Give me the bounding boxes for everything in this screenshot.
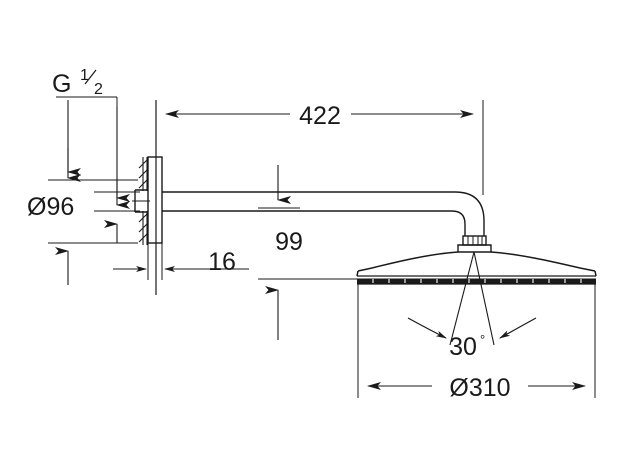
label-thread-fraction-bar xyxy=(84,69,97,85)
spray-angle-line-right xyxy=(473,251,495,346)
label-thread-g: G xyxy=(52,70,71,98)
joint-base-flange xyxy=(457,244,492,253)
label-spray-angle-unit: ° xyxy=(480,332,485,347)
hatch-boundary-ticks xyxy=(142,157,148,245)
label-flange-diameter: Ø96 xyxy=(27,193,74,221)
label-spray-angle: 30 xyxy=(449,333,477,361)
label-thread-fraction-numerator: 1 xyxy=(80,67,89,84)
label-vertical-drop: 99 xyxy=(275,228,303,256)
head-nozzle-ticks xyxy=(372,279,582,283)
spray-angle-line-left xyxy=(449,251,475,346)
swivel-joint-body xyxy=(462,235,487,246)
spray-angle-leader-right xyxy=(499,317,537,339)
head-rim-right xyxy=(594,270,597,277)
head-top-left-profile xyxy=(357,251,459,272)
spray-angle-leader-left xyxy=(407,317,447,339)
head-rim-left xyxy=(356,270,359,277)
label-thread-fraction-denominator: 2 xyxy=(94,81,103,98)
arm-elbow-inner xyxy=(451,210,466,236)
label-arm-length: 422 xyxy=(299,102,341,130)
arm-elbow-outer xyxy=(454,191,485,236)
head-top-right-profile xyxy=(490,251,596,272)
swivel-joint-knurl xyxy=(467,236,483,245)
wall-flange-plate xyxy=(147,156,163,244)
label-flange-depth: 16 xyxy=(208,248,236,276)
label-head-diameter: Ø310 xyxy=(449,374,510,402)
